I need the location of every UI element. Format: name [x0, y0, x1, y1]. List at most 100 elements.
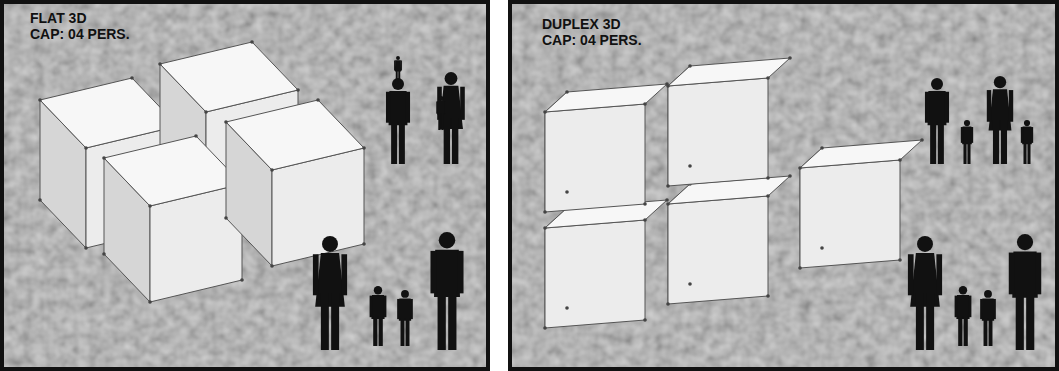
person-silhouette — [925, 78, 949, 164]
panel-frame: DUPLEX 3DCAP: 04 PERS. — [508, 0, 1059, 371]
head — [374, 286, 382, 294]
leg — [1001, 120, 1007, 164]
texture — [508, 0, 1059, 371]
person-silhouette — [397, 290, 413, 346]
ground — [0, 0, 490, 371]
cube-corner — [270, 168, 274, 172]
cube-corner — [766, 294, 770, 298]
arm — [394, 60, 395, 70]
cube-corner — [84, 246, 88, 250]
head — [994, 76, 1006, 88]
cube-corner — [362, 146, 366, 150]
cube-corner — [643, 318, 647, 322]
cube-corner — [788, 174, 792, 178]
head — [1024, 120, 1030, 126]
leg — [930, 121, 936, 164]
leg — [373, 316, 377, 346]
person-silhouette — [908, 236, 942, 350]
head — [396, 56, 400, 60]
cube-corner — [666, 84, 670, 88]
panel-frame: FLAT 3DCAP: 04 PERS. — [0, 0, 490, 371]
arm — [1009, 90, 1013, 122]
cube-corner — [158, 62, 162, 66]
leg — [398, 70, 400, 84]
cube-corner — [543, 226, 547, 230]
body — [389, 91, 408, 125]
body — [956, 295, 969, 319]
person-silhouette — [961, 120, 973, 164]
leg — [1027, 142, 1030, 164]
cube-corner — [130, 76, 134, 80]
cube-corner — [148, 300, 152, 304]
arm — [410, 299, 413, 319]
cube-corner — [224, 216, 228, 220]
head — [322, 236, 338, 252]
arm — [936, 254, 942, 295]
leg — [321, 293, 329, 350]
head — [401, 290, 409, 298]
body — [989, 89, 1012, 130]
person-silhouette — [1009, 234, 1041, 350]
cube-corner — [688, 164, 692, 168]
cube — [798, 138, 924, 270]
cube — [543, 198, 669, 330]
arm — [397, 299, 400, 319]
head — [931, 78, 943, 90]
unit-type: DUPLEX 3D — [542, 16, 642, 32]
leg — [448, 291, 456, 350]
arm — [971, 127, 973, 143]
head — [1017, 234, 1033, 250]
body — [1012, 251, 1038, 297]
cube-corner — [643, 218, 647, 222]
head — [445, 72, 458, 85]
cube-corner — [666, 184, 670, 188]
cube-corner — [643, 102, 647, 106]
leg — [331, 293, 339, 350]
cube-corner — [798, 166, 802, 170]
person-silhouette — [430, 232, 463, 350]
cube-corner — [204, 110, 208, 114]
person-silhouette — [980, 290, 996, 346]
cube-corner — [766, 176, 770, 180]
leg — [438, 113, 440, 130]
leg — [938, 121, 944, 164]
body — [982, 298, 994, 320]
head — [959, 286, 967, 294]
cube-corner — [194, 134, 198, 138]
arm — [980, 299, 983, 319]
unit-type: FLAT 3D — [30, 10, 130, 26]
arm — [444, 101, 446, 113]
cube-corner — [643, 202, 647, 206]
body — [395, 60, 401, 71]
arm — [401, 60, 402, 70]
cube-corner — [38, 198, 42, 202]
cube-corner — [270, 264, 274, 268]
cube-corner — [250, 40, 254, 44]
arm — [1009, 253, 1015, 295]
body — [437, 101, 444, 115]
arm — [955, 296, 958, 318]
cube-corner — [38, 98, 42, 102]
cube-corner — [84, 146, 88, 150]
cube-corner — [666, 302, 670, 306]
cube-corner — [362, 242, 366, 246]
head — [439, 232, 456, 249]
arm — [1021, 127, 1023, 143]
person-silhouette — [987, 76, 1013, 164]
panel-heading: DUPLEX 3DCAP: 04 PERS. — [542, 16, 642, 48]
body — [434, 250, 460, 297]
texture — [0, 0, 490, 371]
arm — [386, 92, 390, 123]
cube-corner — [224, 120, 228, 124]
body — [928, 91, 947, 125]
head — [984, 290, 992, 298]
arm — [406, 92, 410, 123]
leg — [958, 316, 962, 346]
cube-corner — [820, 146, 824, 150]
arm — [961, 127, 963, 143]
leg — [1016, 292, 1024, 350]
arm — [993, 299, 996, 319]
cube-corner — [565, 306, 569, 310]
cubes — [38, 40, 924, 330]
